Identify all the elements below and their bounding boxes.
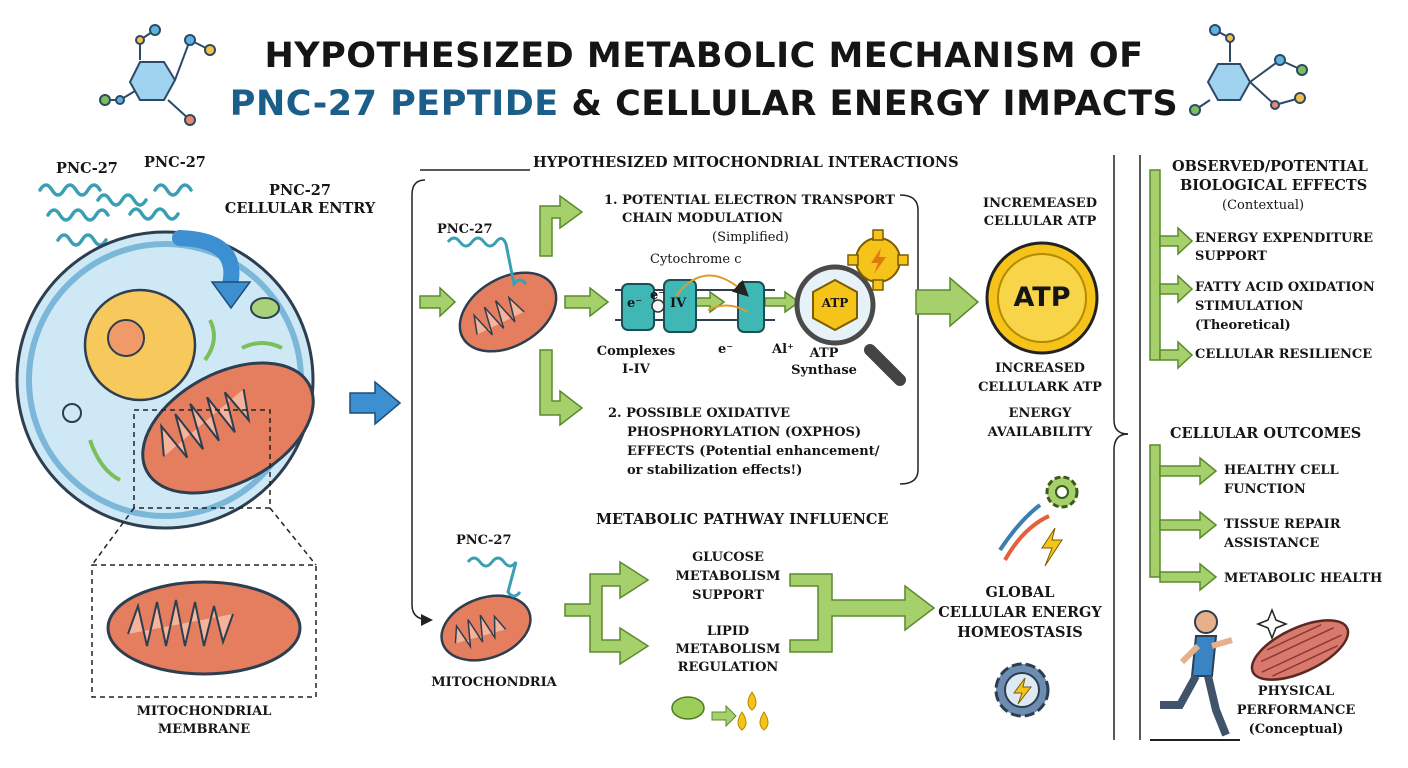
oxphos-line-1: 2. POSSIBLE OXIDATIVE bbox=[608, 406, 790, 421]
glucose-1: GLUCOSE bbox=[692, 550, 764, 565]
atp-bottom-1: INCREASED bbox=[995, 361, 1085, 376]
electron-label-1: e⁻ bbox=[627, 296, 643, 311]
complexes-label-2: I-IV bbox=[622, 362, 650, 377]
pathway-heading: METABOLIC PATHWAY INFLUENCE bbox=[596, 511, 889, 528]
performance-3: (Conceptual) bbox=[1248, 722, 1344, 737]
atp-coin-label: ATP bbox=[1013, 282, 1071, 313]
page-title-line1: HYPOTHESIZED METABOLIC MECHANISM OF bbox=[264, 36, 1144, 76]
runner-icon bbox=[1150, 610, 1240, 741]
electron-label-2: e⁻ bbox=[650, 288, 666, 303]
lipid-1: LIPID bbox=[706, 624, 750, 639]
peptide-label-1: PNC-27 bbox=[56, 160, 118, 177]
oxphos-line-4: or stabilization effects!) bbox=[627, 463, 803, 478]
outcome-3: METABOLIC HEALTH bbox=[1224, 571, 1383, 586]
outcome-1-line-2: FUNCTION bbox=[1224, 482, 1306, 497]
atp-synthase-label-1: ATP bbox=[809, 346, 839, 361]
entry-label-2: CELLULAR ENTRY bbox=[224, 200, 376, 217]
effects-heading-1: OBSERVED/POTENTIAL bbox=[1172, 158, 1368, 175]
effect-1-line-2: SUPPORT bbox=[1195, 249, 1267, 264]
glucose-3: SUPPORT bbox=[692, 588, 764, 603]
title-highlight: PNC-27 PEPTIDE bbox=[229, 84, 559, 124]
atp-top-2: CELLULAR ATP bbox=[983, 214, 1097, 229]
effect-1-line-1: ENERGY EXPENDITURE bbox=[1195, 231, 1374, 246]
entry-label-1: PNC-27 bbox=[269, 182, 331, 199]
title-rest: & CELLULAR ENERGY IMPACTS bbox=[558, 84, 1179, 124]
mitochondria-label: MITOCHONDRIA bbox=[431, 675, 557, 690]
outcomes-heading: CELLULAR OUTCOMES bbox=[1170, 425, 1362, 442]
homeostasis-2: CELLULAR ENERGY bbox=[938, 604, 1102, 621]
page-title-line2: PNC-27 PEPTIDE & CELLULAR ENERGY IMPACTS bbox=[0, 84, 1408, 125]
energy-label-1: ENERGY bbox=[1008, 406, 1072, 421]
effect-2-line-2: STIMULATION bbox=[1195, 299, 1304, 314]
mito-section-heading: HYPOTHESIZED MITOCHONDRIAL INTERACTIONS bbox=[533, 154, 959, 171]
complex-iv-label: IV bbox=[670, 296, 687, 311]
lipid-3: REGULATION bbox=[677, 660, 779, 675]
electron-transport-chain bbox=[615, 274, 775, 333]
mitochondrion-etc bbox=[458, 271, 558, 353]
complexes-label-1: Complexes bbox=[596, 344, 676, 359]
atp-bottom-2: CELLULARK ATP bbox=[978, 380, 1102, 395]
effects-tree bbox=[1149, 169, 1218, 592]
effects-heading-3: (Contextual) bbox=[1222, 198, 1305, 213]
atp-top-1: INCREMEASED bbox=[983, 196, 1097, 211]
effects-heading-2: BIOLOGICAL EFFECTS bbox=[1180, 177, 1368, 194]
gear-bolt-icon bbox=[994, 662, 1050, 718]
effect-2-line-1: FATTY ACID OXIDATION bbox=[1195, 280, 1375, 295]
pathway-peptide-label: PNC-27 bbox=[456, 533, 512, 548]
muscle-icon bbox=[1250, 619, 1350, 681]
peptide-label-2: PNC-27 bbox=[144, 154, 206, 171]
green-arrows bbox=[419, 194, 980, 427]
effect-3: CELLULAR RESILIENCE bbox=[1195, 347, 1373, 362]
electron-label-3: e⁻ bbox=[718, 342, 734, 357]
homeostasis-1: GLOBAL bbox=[985, 584, 1055, 601]
al-label: Al⁺ bbox=[772, 342, 794, 357]
outcome-2-line-2: ASSISTANCE bbox=[1224, 536, 1320, 551]
dna-gear-icon bbox=[998, 475, 1079, 567]
energy-label-2: AVAILABILITY bbox=[987, 425, 1093, 440]
atp-coin bbox=[985, 241, 1099, 355]
magnifier-atp-icon bbox=[794, 264, 906, 386]
lipid-2: METABOLISM bbox=[675, 642, 781, 657]
atp-badge: ATP bbox=[821, 296, 849, 310]
glucose-2: METABOLISM bbox=[675, 569, 781, 584]
molecule-icon-left bbox=[99, 24, 216, 126]
mito-peptide-label: PNC-27 bbox=[437, 222, 493, 237]
etc-title-3: (Simplified) bbox=[712, 230, 789, 245]
performance-2: PERFORMANCE bbox=[1236, 703, 1356, 718]
effect-2-line-3: (Theoretical) bbox=[1195, 318, 1291, 333]
membrane-label-1: MITOCHONDRIAL bbox=[136, 704, 272, 719]
oxphos-line-2: PHOSPHORYLATION (OXPHOS) bbox=[627, 425, 862, 440]
etc-title-2: CHAIN MODULATION bbox=[622, 211, 784, 226]
molecule-icon-right bbox=[1189, 24, 1308, 116]
cell-to-mito-arrow bbox=[349, 380, 402, 426]
outcome-1-line-1: HEALTHY CELL bbox=[1224, 463, 1339, 478]
membrane-label-2: MEMBRANE bbox=[157, 722, 251, 737]
peptide-helices bbox=[38, 183, 193, 247]
entry-arrow bbox=[172, 230, 240, 293]
gear-lightning-icon bbox=[847, 229, 909, 291]
homeostasis-3: HOMEOSTASIS bbox=[957, 624, 1083, 641]
oxphos-line-3: EFFECTS (Potential enhancement/ bbox=[627, 444, 880, 459]
cell-body bbox=[15, 230, 315, 530]
performance-1: PHYSICAL bbox=[1257, 684, 1335, 699]
mitochondrion-pathway bbox=[440, 594, 532, 662]
mitochondrion-zoom bbox=[106, 580, 302, 676]
outcome-2-line-1: TISSUE REPAIR bbox=[1224, 517, 1341, 532]
etc-title-1: 1. POTENTIAL ELECTRON TRANSPORT bbox=[604, 193, 895, 208]
pathway-arrows bbox=[564, 560, 936, 666]
cytochrome-label: Cytochrome c bbox=[650, 252, 742, 267]
atp-synthase-label-2: Synthase bbox=[791, 363, 857, 378]
